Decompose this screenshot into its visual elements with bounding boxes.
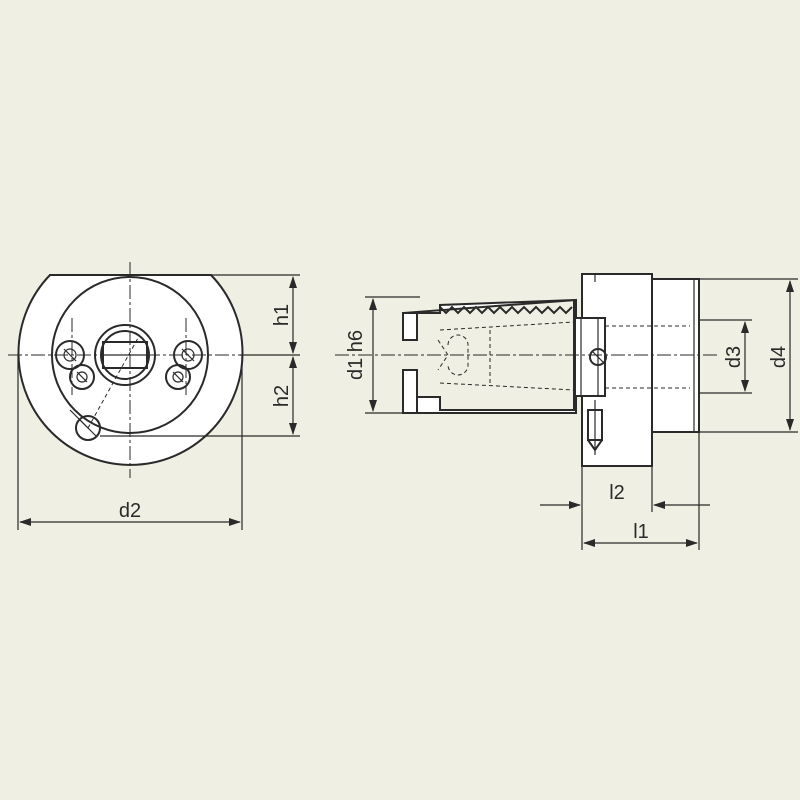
- label-l2: l2: [609, 482, 625, 504]
- coolant-hole: [75, 415, 101, 441]
- label-d1h6: d1 h6: [345, 330, 367, 380]
- label-d2: d2: [119, 500, 141, 522]
- label-l1: l1: [633, 521, 649, 543]
- shank: [402, 298, 577, 414]
- screw-icon: [165, 364, 191, 390]
- screw-icon: [69, 364, 95, 390]
- label-h2: h2: [271, 385, 293, 407]
- set-screw-hole: [589, 348, 607, 366]
- thread-profile: [439, 305, 573, 315]
- label-d4: d4: [768, 346, 790, 368]
- side-view: [335, 273, 798, 550]
- label-h1: h1: [271, 304, 293, 326]
- front-view: [8, 262, 300, 530]
- hidden-diagonal: [87, 337, 139, 429]
- label-d3: d3: [723, 346, 745, 368]
